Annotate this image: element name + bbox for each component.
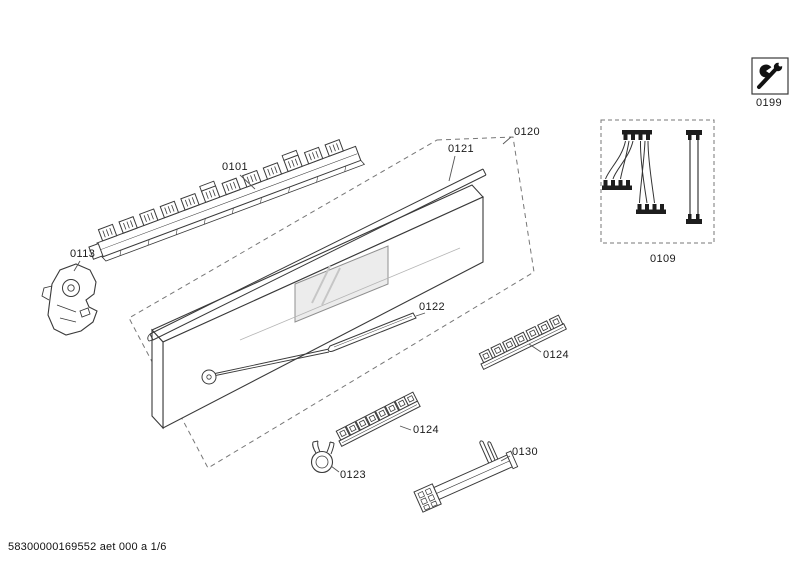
part-label-0101: 0101 [222,161,249,173]
part-0109-drawing [600,119,715,244]
part-label-0121: 0121 [448,143,475,155]
part-label-0124-center: 0124 [413,424,440,436]
part-label-0113: 0113 [70,248,96,260]
harness-dashed-outline [600,119,715,244]
part-0130-drawing [413,440,519,513]
part-0113-drawing [41,263,98,336]
part-label-0120: 0120 [514,126,541,138]
part-0122-drawing [201,312,417,385]
document-code: 58300000169552 aet 000 a 1/6 [8,541,167,553]
assembly-0120-dashed-outline [128,136,535,469]
part-0124-right-drawing [478,314,567,371]
part-label-0109: 0109 [650,253,677,265]
part-0124-center-drawing [335,391,421,448]
part-0121-drawing [147,168,487,342]
part-label-0124-right: 0124 [543,349,570,361]
part-0101-drawing [88,139,366,262]
part-0123-drawing [310,440,335,474]
part-label-0199: 0199 [756,97,783,109]
service-wrench-icon [751,57,789,95]
leader-lines [73,136,542,473]
part-label-0130: 0130 [512,446,539,458]
part-label-0123: 0123 [340,469,367,481]
part-label-0122: 0122 [419,301,446,313]
harness-wires [605,140,655,204]
control-panel-drawing [151,184,484,430]
